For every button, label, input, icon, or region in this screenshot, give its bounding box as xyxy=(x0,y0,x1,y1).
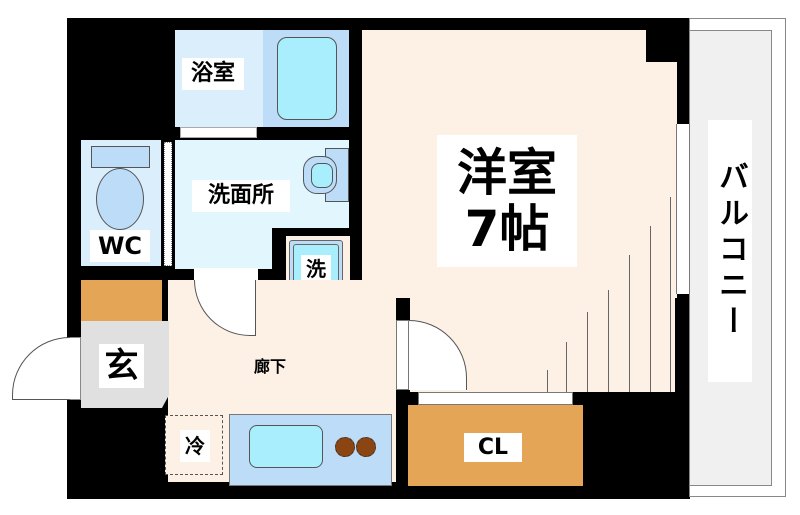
washroom-label: 洗面所 xyxy=(192,180,290,212)
washer-text: 洗 xyxy=(306,257,326,281)
door-opening xyxy=(396,320,409,390)
entrance-text: 玄 xyxy=(104,346,139,386)
washroom-lower xyxy=(175,227,272,269)
stove-burner-left xyxy=(335,437,355,457)
kitchen-sink xyxy=(249,425,323,468)
closet-label: CL xyxy=(464,433,522,462)
closet-door-line xyxy=(608,290,609,392)
closet-door-line xyxy=(670,197,671,392)
bathtub xyxy=(277,37,337,120)
closet-door-line xyxy=(547,370,548,392)
closet-door-line xyxy=(650,226,651,392)
fridge-text: 冷 xyxy=(185,434,205,458)
hallway-label: 廊下 xyxy=(245,355,295,379)
washer-label: 洗 xyxy=(301,255,331,283)
room-corner-pillar xyxy=(646,30,677,62)
washbasin-bowl xyxy=(311,163,333,188)
closet-door-line xyxy=(566,342,567,392)
hallway-text: 廊下 xyxy=(253,357,286,376)
closet-door-track xyxy=(418,392,573,405)
balcony-label: バルコニー xyxy=(708,120,752,382)
toilet-label: WC xyxy=(90,230,150,262)
toilet-text: WC xyxy=(97,232,143,260)
closet-door-line xyxy=(629,255,630,392)
entrance-door[interactable] xyxy=(12,337,70,400)
hallway-upper xyxy=(350,300,396,320)
balcony-text: バルコニー xyxy=(713,161,748,341)
balcony-window[interactable] xyxy=(676,124,690,294)
entrance-door-opening xyxy=(69,337,81,400)
western-room-size: 7帖 xyxy=(464,200,550,258)
bathroom-label: 浴室 xyxy=(182,58,244,90)
toilet-bowl xyxy=(96,168,144,230)
bathroom-text: 浴室 xyxy=(190,61,235,86)
stove-burner-right xyxy=(356,437,376,457)
washroom-door-opening xyxy=(194,268,258,280)
entrance-label: 玄 xyxy=(99,344,144,388)
bathroom-door-track xyxy=(180,127,257,138)
western-room-name: 洋室 xyxy=(457,144,557,202)
fridge-label: 冷 xyxy=(180,430,210,462)
toilet-tank xyxy=(91,146,150,168)
washroom-sliding-door[interactable] xyxy=(164,142,172,266)
closet-door-line xyxy=(587,312,588,392)
shoe-storage xyxy=(81,280,162,321)
washroom-text: 洗面所 xyxy=(207,183,274,208)
western-room-label: 洋室 7帖 xyxy=(437,135,577,267)
closet-text: CL xyxy=(477,434,509,460)
